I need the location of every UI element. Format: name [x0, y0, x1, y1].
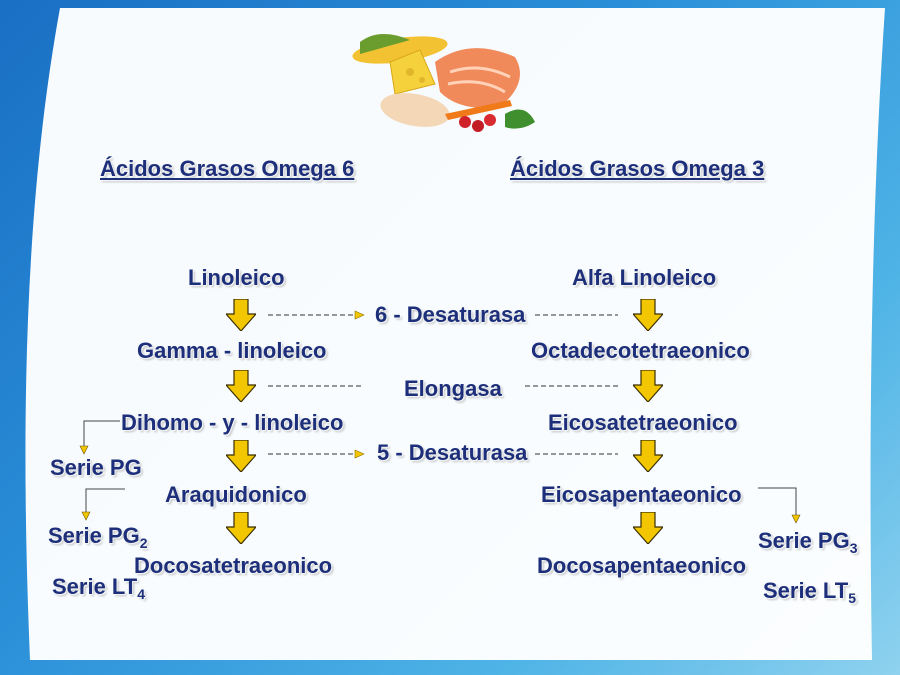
- branch-line-serie-pg: [84, 421, 120, 448]
- arrowhead-serie-pg2: [82, 512, 90, 520]
- arrowhead-serie-pg: [80, 446, 88, 454]
- down-arrow-icon: [226, 370, 256, 402]
- branch-line-serie-pg2: [86, 489, 125, 514]
- arrowhead-6-desaturasa: [355, 311, 364, 319]
- branch-line-serie-pg3: [758, 488, 796, 517]
- down-arrow-icon: [226, 299, 256, 331]
- arrowhead-serie-pg3: [792, 515, 800, 523]
- down-arrow-icon: [633, 299, 663, 331]
- down-arrow-icon: [633, 440, 663, 472]
- down-arrow-icon: [633, 370, 663, 402]
- down-arrow-icon: [633, 512, 663, 544]
- down-arrow-icon: [226, 440, 256, 472]
- arrowhead-5-desaturasa: [355, 450, 364, 458]
- down-arrow-icon: [226, 512, 256, 544]
